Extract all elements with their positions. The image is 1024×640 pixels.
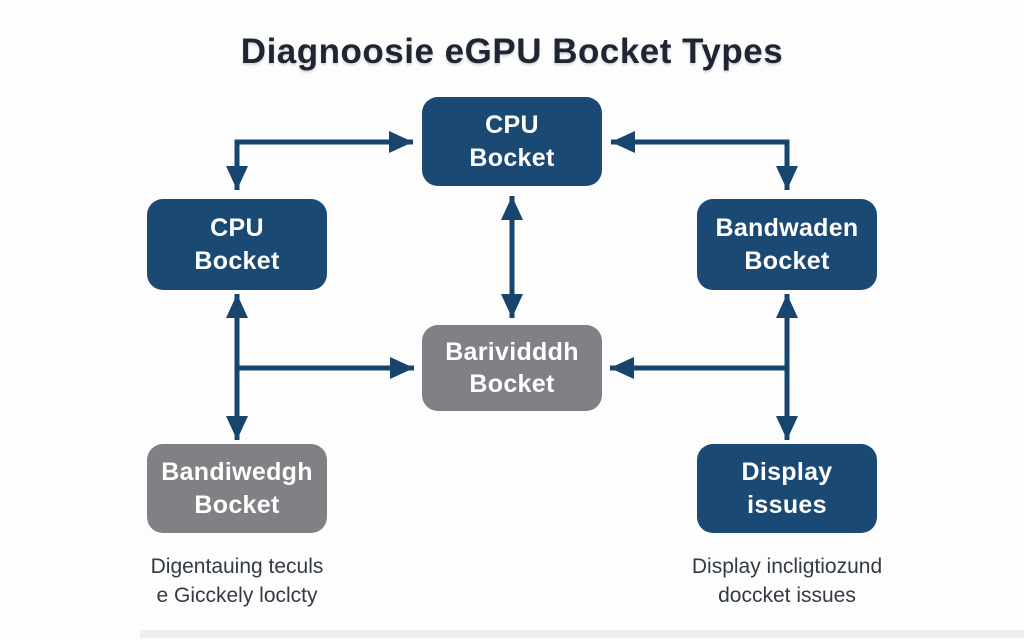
node-cpu-bocket-left: CPU Bocket (147, 199, 327, 290)
node-bandwaden-bocket: Bandwaden Bocket (697, 199, 877, 290)
arrow-top-left-elbow (226, 131, 413, 190)
bottom-edge-artifact (140, 630, 1024, 638)
node-display-issues: Display issues (697, 444, 877, 533)
node-barividddh-bocket: Barividddh Bocket (422, 325, 602, 411)
caption-right: Display incligtiozund doccket issues (691, 555, 883, 608)
caption-left: Digentauing teculs e Gicckely loclcty (150, 555, 324, 608)
diagram-title: Diagnoosie eGPU Bocket Types (240, 32, 784, 71)
node-bandiwedgh-bocket: Bandiwedgh Bocket (147, 444, 327, 533)
node-cpu-bocket-top: CPU Bocket (422, 97, 602, 186)
arrow-top-right-elbow (611, 131, 798, 190)
